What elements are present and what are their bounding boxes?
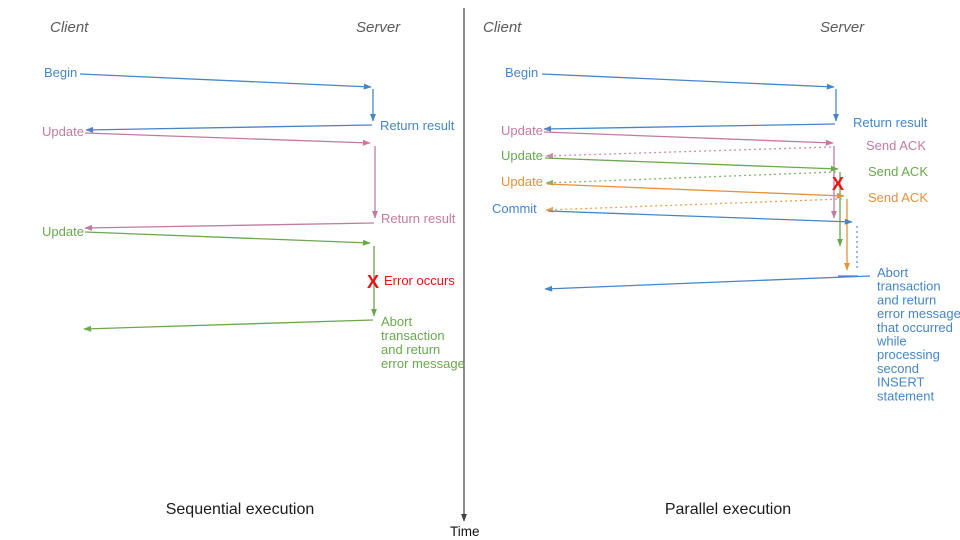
par-send-ack-1-arrow <box>545 146 832 159</box>
par-abort-message-label-line-2: transaction <box>877 279 941 294</box>
sequential-server-header: Server <box>356 19 401 36</box>
seq-abort-message-label-line-1: Abort <box>381 314 412 329</box>
seq-error-x-icon: X <box>367 272 379 292</box>
par-send-ack-3-arrow <box>545 198 843 213</box>
par-abort-message-label-line-10: statement <box>877 388 934 403</box>
par-error-x-icon: X <box>832 174 844 194</box>
par-send-ack-1-label: Send ACK <box>866 138 926 153</box>
par-abort-return-arrow <box>544 275 871 292</box>
seq-abort-message-label-line-3: and return <box>381 342 440 357</box>
par-update-1-label: Update <box>501 123 543 138</box>
par-send-ack-2-label: Send ACK <box>868 164 928 179</box>
seq-error-occurs-label: Error occurs <box>384 273 455 288</box>
seq-update-2-label: Update <box>42 224 84 239</box>
seq-abort-message-label-line-2: transaction <box>381 328 445 343</box>
sequential-client-header: Client <box>50 19 89 36</box>
par-abort-message-label-line-3: and return <box>877 292 936 307</box>
parallel-server-header: Server <box>820 19 865 36</box>
par-begin-request-arrow <box>541 73 835 90</box>
par-update-2-request-arrow <box>544 157 839 172</box>
par-abort-message-label-line-8: second <box>877 361 919 376</box>
par-abort-message-label-line-7: processing <box>877 347 940 362</box>
seq-return-result-1-label: Return result <box>380 118 455 133</box>
par-abort-message-label-line-9: INSERT <box>877 375 924 390</box>
seq-return-result-2-label: Return result <box>381 211 456 226</box>
par-send-ack-3-label: Send ACK <box>868 190 928 205</box>
seq-update-2-request-arrow <box>84 231 371 246</box>
par-abort-message-label-line-5: that occurred <box>877 320 953 335</box>
sequential-panel-title: Sequential execution <box>165 501 315 518</box>
par-return-result-arrow <box>543 123 836 132</box>
seq-update-1-request-arrow <box>84 132 371 146</box>
parallel-client-header: Client <box>483 19 522 36</box>
par-abort-message-label-line-1: Abort <box>877 265 908 280</box>
seq-begin-request-arrow <box>79 73 372 90</box>
par-return-result-label: Return result <box>853 115 928 130</box>
seq-update-1-label: Update <box>42 124 84 139</box>
time-axis-label: Time <box>450 524 480 539</box>
par-abort-message-label-line-4: error message <box>877 306 960 321</box>
par-update-3-request-arrow <box>546 183 845 199</box>
par-begin-label: Begin <box>505 65 538 80</box>
seq-return-result-2-arrow <box>84 222 375 231</box>
par-commit-label: Commit <box>492 201 537 216</box>
par-commit-request-arrow <box>547 210 853 225</box>
seq-abort-message-label-line-4: error message <box>381 356 465 371</box>
par-send-ack-2-arrow <box>545 171 837 186</box>
seq-abort-return-arrow <box>83 319 374 332</box>
par-abort-message-label-line-6: while <box>876 334 907 349</box>
par-update-2-label: Update <box>501 148 543 163</box>
seq-begin-label: Begin <box>44 65 77 80</box>
seq-return-result-1-arrow <box>85 124 373 133</box>
par-update-1-request-arrow <box>543 131 834 146</box>
par-update-3-label: Update <box>501 174 543 189</box>
parallel-panel-title: Parallel execution <box>664 501 792 518</box>
